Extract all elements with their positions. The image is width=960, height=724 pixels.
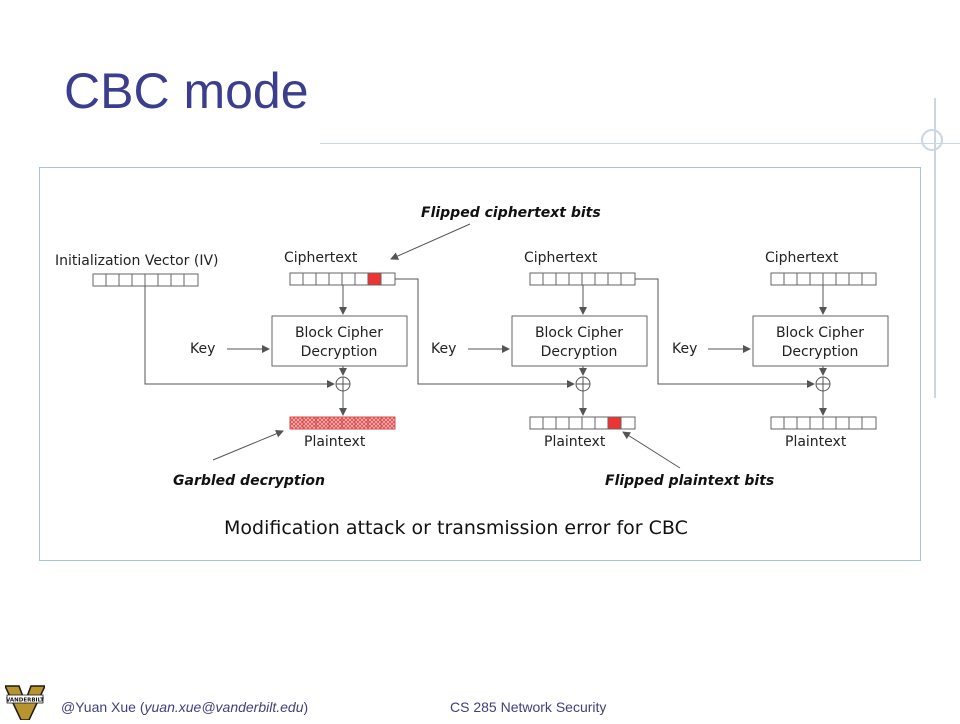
svg-text:Block Cipher: Block Cipher (535, 325, 623, 341)
plaintext-register-3 (770, 416, 877, 430)
ciphertext-label-3: Ciphertext (765, 250, 839, 266)
flipped-bit-cipher (367, 272, 382, 286)
xor-icon-3 (815, 376, 831, 392)
svg-text:Block Cipher: Block Cipher (295, 325, 383, 341)
block-cipher-decryption-2: Block Cipher Decryption (511, 315, 648, 367)
plaintext-register-2 (529, 416, 636, 430)
decorative-circle (921, 129, 943, 151)
plaintext-label-3: Plaintext (785, 434, 847, 450)
footer-course: CS 285 Network Security (450, 699, 607, 715)
annotation-arrow-ciphertext (390, 223, 471, 260)
ciphertext-register-1 (289, 272, 396, 286)
key-label-1: Key (190, 341, 215, 357)
decorative-line-horizontal (320, 143, 960, 144)
slide-title: CBC mode (64, 63, 309, 119)
diagram-caption: Modification attack or transmission erro… (224, 517, 688, 539)
flipped-ciphertext-label: Flipped ciphertext bits (421, 205, 601, 221)
block-cipher-decryption-3: Block Cipher Decryption (752, 315, 889, 367)
block-cipher-decryption-1: Block Cipher Decryption (271, 315, 408, 367)
ciphertext-register-3 (770, 272, 877, 286)
vanderbilt-logo: VANDERBILT (3, 684, 47, 724)
svg-text:Block Cipher: Block Cipher (776, 325, 864, 341)
plaintext-label-2: Plaintext (544, 434, 606, 450)
footer-author: @Yuan Xue (yuan.xue@vanderbilt.edu) (61, 699, 309, 715)
garbled-decryption-label: Garbled decryption (173, 473, 325, 489)
footer-email: yuan.xue@vanderbilt.edu (144, 699, 304, 715)
flipped-bit-plain (607, 416, 622, 430)
plaintext-label-1: Plaintext (304, 434, 366, 450)
key-label-3: Key (672, 341, 697, 357)
flipped-plaintext-label: Flipped plaintext bits (605, 473, 774, 489)
xor-icon-2 (575, 376, 591, 392)
decorative-line-vertical (934, 98, 936, 398)
key-label-2: Key (431, 341, 456, 357)
cbc-decryption-diagram: Flipped ciphertext bits Initialization V… (39, 167, 921, 561)
svg-text:VANDERBILT: VANDERBILT (6, 698, 44, 704)
iv-register (92, 273, 199, 287)
xor-icon-1 (335, 376, 351, 392)
iv-label: Initialization Vector (IV) (55, 253, 219, 269)
svg-text:Decryption: Decryption (541, 344, 618, 360)
ciphertext-label-1: Ciphertext (284, 250, 358, 266)
ciphertext-label-2: Ciphertext (524, 250, 598, 266)
svg-text:Decryption: Decryption (301, 344, 378, 360)
svg-text:Decryption: Decryption (782, 344, 859, 360)
ciphertext-register-2 (529, 272, 636, 286)
plaintext-register-1-garbled (289, 416, 396, 430)
